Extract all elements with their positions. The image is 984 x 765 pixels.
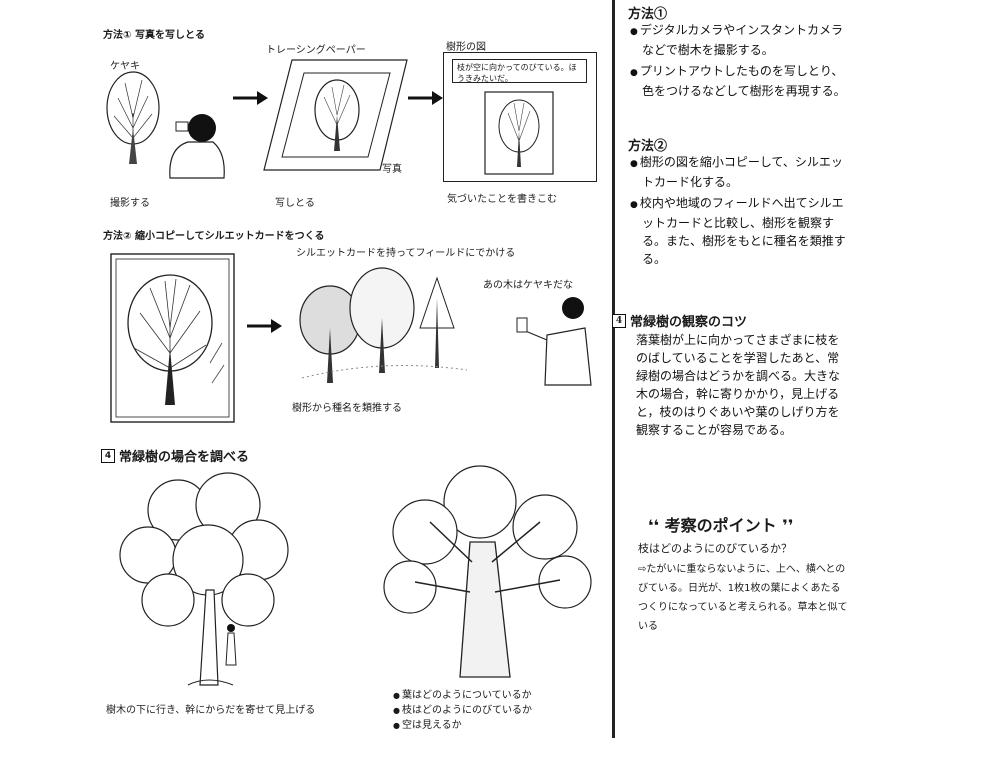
silhouette-card-illustration <box>110 253 235 423</box>
checklist: 葉はどのようについているか 枝はどのようにのびているか 空は見えるか <box>393 688 532 733</box>
keyaki-tree-illustration <box>106 71 160 164</box>
quote-mark-icon: ❜❜ <box>782 516 794 535</box>
method2-bullets: 樹形の図を縮小コピーして、シルエットカード化する。 校内や地域のフィールドへ出て… <box>628 153 846 271</box>
infer-caption: 樹形から種名を類推する <box>292 403 402 414</box>
tips-title: 常緑樹の観察のコツ <box>630 315 748 330</box>
method1-bullets: デジタルカメラやインスタントカメラなどで樹木を撮影する。 プリントアウトしたもの… <box>628 21 846 103</box>
quote-mark-icon: ❛❛ <box>648 516 660 535</box>
arrow-right-icon <box>247 319 282 333</box>
field-caption: シルエットカードを持ってフィールドにでかける <box>296 248 516 259</box>
arrow-right-icon <box>233 91 268 105</box>
bullet-item: デジタルカメラやインスタントカメラなどで樹木を撮影する。 <box>628 21 846 59</box>
evergreen-tree-illustration <box>119 472 289 686</box>
looking-up-tree-illustration <box>383 465 592 678</box>
points-title: 考察のポイント <box>664 516 777 535</box>
note-box: 枝が空に向かってのびている。ほうきみたいだ。 <box>452 59 587 83</box>
section-number: 4 <box>101 448 115 463</box>
points-heading: ❛❛ 考察のポイント ❜❜ <box>648 512 793 536</box>
evergreen-heading-text: 常緑樹の場合を調べる <box>119 450 250 465</box>
photographer-illustration <box>169 114 225 179</box>
evergreen-heading: 4 常緑樹の場合を調べる <box>101 446 249 465</box>
tracing-paper-illustration <box>263 59 408 171</box>
page-divider <box>612 0 615 738</box>
checklist-item: 葉はどのようについているか <box>393 688 532 703</box>
photo-label: 写真 <box>382 164 402 175</box>
under-tree-caption: 樹木の下に行き、幹にからだを寄せて見上げる <box>106 705 316 716</box>
keyaki-label: ケヤキ <box>110 61 140 72</box>
tips-body: 落葉樹が上に向かってさまざまに枝をのばしていることを学習したあと、常緑樹の場合は… <box>636 333 841 437</box>
step-trace-caption: 写しとる <box>275 198 315 209</box>
speech-text: あの木はケヤキだな <box>483 280 573 291</box>
method2-title: 方法② <box>628 139 668 154</box>
arrow-right-icon <box>408 91 443 105</box>
answer-text: ⇨たがいに重ならないように、上へ、横へとのびている。日光が、1枚1枚の葉によくあ… <box>638 564 848 632</box>
bullet-item: プリントアウトしたものを写しとり、色をつけるなどして樹形を再現する。 <box>628 62 846 100</box>
method1-title: 方法① <box>628 7 668 22</box>
method1-heading: 方法① 写真を写しとる <box>103 30 205 41</box>
bullet-item: 校内や地域のフィールドへ出てシルエットカードと比較し、樹形を観察する。また、樹形… <box>628 194 846 268</box>
section-number: 4 <box>612 313 626 328</box>
question-text: 枝はどのようにのびているか？ <box>638 542 792 555</box>
traced-tree-image <box>484 91 554 175</box>
tracing-paper-label: トレーシングペーパー <box>266 45 366 56</box>
tree-shape-figure: 枝が空に向かってのびている。ほうきみたいだ。 <box>443 52 597 182</box>
method2-heading: 方法② 縮小コピーしてシルエットカードをつくる <box>103 231 325 242</box>
step-write-caption: 気づいたことを書きこむ <box>447 194 557 205</box>
bullet-item: 樹形の図を縮小コピーして、シルエットカード化する。 <box>628 153 846 191</box>
field-trees-illustration <box>299 267 468 383</box>
tree-shape-label: 樹形の図 <box>446 42 486 53</box>
step-shoot-caption: 撮影する <box>110 198 150 209</box>
observer-illustration <box>516 297 592 386</box>
tips-heading: 4 常緑樹の観察のコツ <box>612 311 747 330</box>
checklist-item: 枝はどのようにのびているか <box>393 703 532 718</box>
checklist-item: 空は見えるか <box>393 718 532 733</box>
